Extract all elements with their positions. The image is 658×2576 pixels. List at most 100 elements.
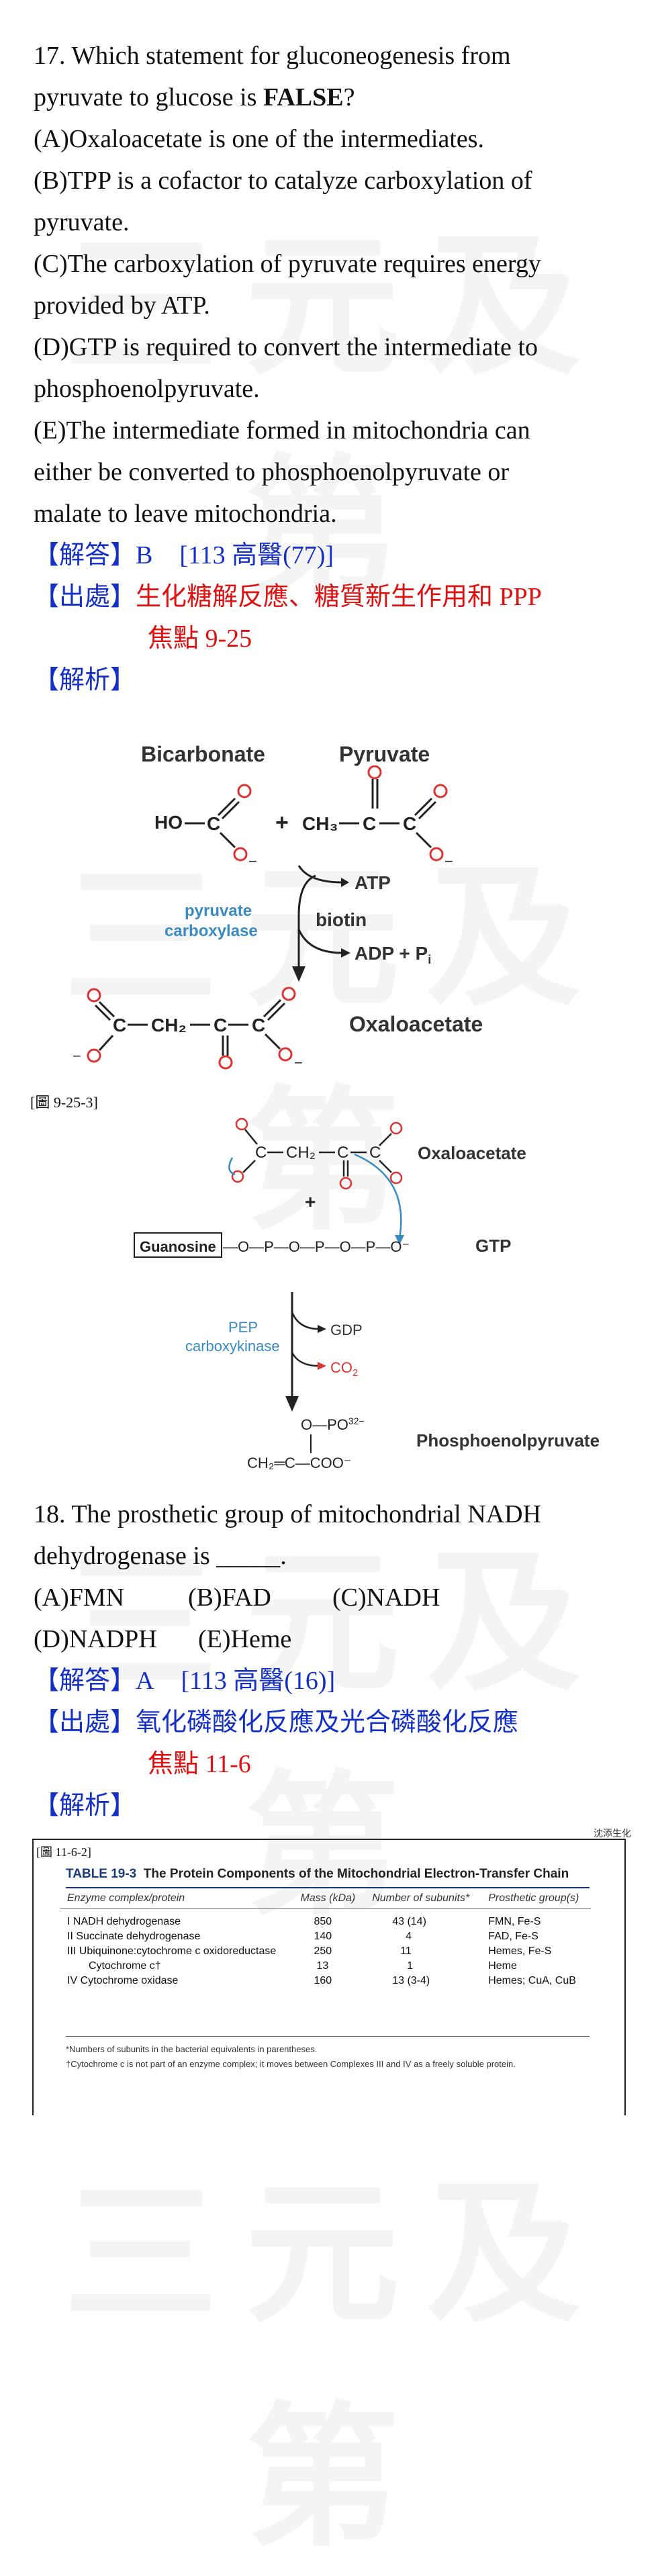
q18-stem-line-1: 18. The prosthetic group of mitochondria…: [34, 1500, 541, 1528]
column-header: Number of subunits*: [372, 1892, 470, 1904]
q18-options-row-2: (D)NADPH (E)Heme: [34, 1618, 624, 1660]
svg-text:CH₂: CH₂: [286, 1144, 316, 1162]
svg-text:HO: HO: [154, 812, 183, 833]
svg-text:+: +: [275, 810, 289, 835]
column-header: Enzyme complex/protein: [67, 1892, 185, 1904]
svg-text:C: C: [369, 1144, 381, 1162]
oxaloacetate-label: Oxaloacetate: [418, 1143, 526, 1163]
pep-label: Phosphoenolpyruvate: [416, 1430, 600, 1451]
figure-pyruvate-carboxylase: Bicarbonate Pyruvate HO C − + CH₃ C: [34, 715, 624, 1077]
guanosine-label: Guanosine: [140, 1238, 216, 1255]
q17-option: provided by ATP.: [34, 291, 210, 320]
q17-answer-row: 【解答】B [113 高醫(77)]: [34, 535, 624, 576]
enzyme-name-line-1: PEP: [228, 1319, 258, 1336]
pep-backbone: CH₂═C—COO⁻: [247, 1455, 352, 1471]
column-header: Prosthetic group(s): [488, 1892, 579, 1904]
svg-text:C: C: [363, 813, 376, 834]
q18-answer-row: 【解答】A [113 高醫(16)]: [34, 1660, 624, 1702]
adp-label: ADP + Pi: [355, 943, 431, 966]
gtp-label: GTP: [475, 1236, 511, 1256]
biotin-label: biotin: [316, 909, 367, 930]
protein-components-table: Enzyme complex/protein Mass (kDa) Number…: [60, 1891, 591, 1988]
table-title: TABLE 19-3 The Protein Components of the…: [66, 1867, 569, 1881]
false-emphasis: FALSE: [263, 83, 344, 111]
figure-label: [圖 11-6-2]: [36, 1845, 91, 1859]
pep-phosphate: O—PO32−: [301, 1416, 365, 1433]
answer-value: A: [136, 1667, 154, 1695]
svg-text:C: C: [207, 813, 220, 834]
q18-source-row: 【出處】氧化磷酸化反應及光合磷酸化反應: [34, 1702, 624, 1743]
pyruvate-label: Pyruvate: [339, 742, 430, 766]
pep-carboxykinase-diagram: C CH₂ C C Oxaloacetate +: [134, 1117, 600, 1471]
bicarbonate-label: Bicarbonate: [141, 742, 265, 766]
q17-stem-line-1: 17. Which statement for gluconeogenesis …: [34, 42, 511, 70]
gdp-label: GDP: [330, 1322, 363, 1338]
svg-text:−: −: [444, 853, 453, 870]
q17-option: (A)Oxaloacetate is one of the intermedia…: [34, 125, 485, 153]
q18-options-row-1: (A)FMN (B)FAD (C)NADH: [34, 1577, 624, 1618]
q17-option: pyruvate.: [34, 208, 130, 236]
q17-option: phosphoenolpyruvate.: [34, 375, 260, 403]
svg-text:−: −: [73, 1048, 81, 1064]
enzyme-name-line-1: pyruvate: [185, 902, 252, 920]
answer-source: [113 高醫(77)]: [179, 541, 334, 569]
svg-text:C: C: [252, 1015, 265, 1036]
q18-option: (C)NADH: [332, 1583, 440, 1612]
q18-focus: 焦點 11-6: [148, 1750, 251, 1778]
q17-option: malate to leave mitochondria.: [34, 500, 337, 528]
table-frame: [圖 11-6-2] TABLE 19-3 The Protein Compon…: [32, 1839, 626, 2115]
svg-text:+: +: [305, 1191, 316, 1212]
svg-text:C: C: [337, 1144, 348, 1162]
source-label: 【出處】: [34, 1708, 136, 1737]
svg-text:—O—P—O—P—O—P—O⁻: —O—P—O—P—O—P—O⁻: [223, 1238, 410, 1255]
answer-source: [113 高醫(16)]: [181, 1667, 336, 1695]
co2-label: CO2: [330, 1359, 358, 1379]
q17-source-row: 【出處】生化糖解反應、糖質新生作用和 PPP: [34, 576, 624, 618]
q17-option: either be converted to phosphoenolpyruva…: [34, 458, 510, 486]
q17-focus: 焦點 9-25: [148, 625, 252, 653]
figure-label: [圖 9-25-3]: [30, 1094, 98, 1111]
q17-analysis-label: 【解析】: [34, 666, 136, 694]
svg-text:CH₃: CH₃: [302, 813, 338, 834]
svg-text:C: C: [403, 813, 416, 834]
svg-text:CH₂: CH₂: [151, 1015, 187, 1036]
document-page: 17. Which statement for gluconeogenesis …: [30, 35, 631, 2121]
pyruvate-carboxylase-diagram: Bicarbonate Pyruvate HO C − + CH₃ C: [73, 742, 483, 1071]
q17-option: (E)The intermediate formed in mitochondr…: [34, 416, 530, 445]
q18-analysis-label: 【解析】: [34, 1792, 136, 1820]
corner-note: 沈添生化: [594, 1829, 631, 1839]
table-footnote: *Numbers of subunits in the bacterial eq…: [66, 2044, 318, 2054]
svg-text:C: C: [214, 1015, 227, 1036]
source-text: 氧化磷酸化反應及光合磷酸化反應: [136, 1708, 519, 1737]
watermark: 三元及第: [40, 2129, 631, 2576]
oxaloacetate-label: Oxaloacetate: [349, 1012, 483, 1036]
table-row: III Ubiquinone:cytochrome c oxidoreducta…: [67, 1945, 552, 1957]
table-footnote: †Cytochrome c is not part of an enzyme c…: [66, 2059, 516, 2069]
source-text: 生化糖解反應、糖質新生作用和 PPP: [136, 583, 542, 611]
answer-label: 【解答】: [34, 1667, 136, 1695]
enzyme-name-line-2: carboxykinase: [185, 1338, 280, 1354]
source-label: 【出處】: [34, 583, 136, 611]
q17-option: (D)GTP is required to convert the interm…: [34, 333, 538, 361]
q18-stem-line-2: dehydrogenase is _____.: [34, 1542, 287, 1570]
figure-table-19-3: 沈添生化 [圖 11-6-2] TABLE 19-3 The Protein C…: [32, 1829, 631, 2121]
atp-label: ATP: [355, 872, 391, 893]
q18-option: (D)NADPH: [34, 1625, 157, 1653]
svg-text:−: −: [294, 1054, 303, 1071]
q17-option: (C)The carboxylation of pyruvate require…: [34, 250, 541, 278]
svg-text:C: C: [255, 1144, 267, 1162]
svg-text:C: C: [113, 1015, 126, 1036]
q18-option: (B)FAD: [188, 1583, 271, 1612]
q18-option: (A)FMN: [34, 1583, 125, 1612]
figure-pep-carboxykinase: [圖 9-25-3] C CH₂ C C: [30, 1091, 624, 1487]
answer-value: B: [136, 541, 153, 569]
q17-option: (B)TPP is a cofactor to catalyze carboxy…: [34, 167, 532, 195]
answer-label: 【解答】: [34, 541, 136, 569]
q18-option: (E)Heme: [198, 1625, 292, 1653]
svg-text:−: −: [248, 853, 257, 870]
column-header: Mass (kDa): [300, 1892, 356, 1904]
